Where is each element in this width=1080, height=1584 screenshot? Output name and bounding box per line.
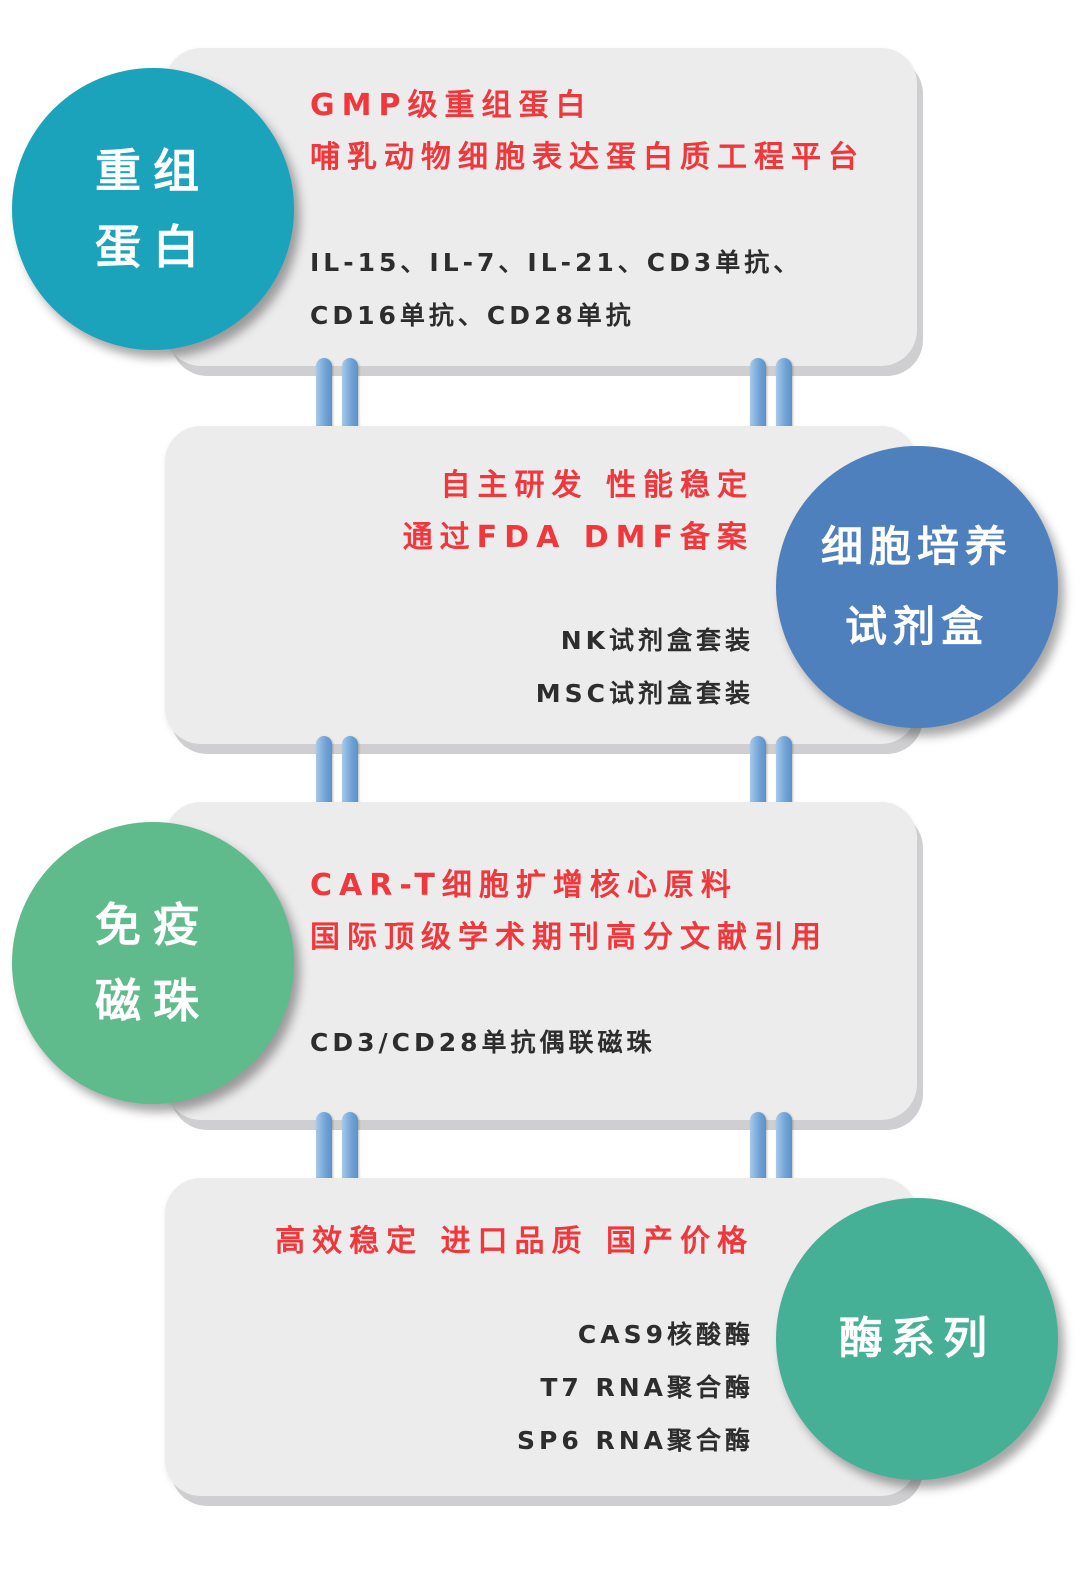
connector-bar — [316, 736, 332, 812]
connector-bar — [316, 358, 332, 434]
connector-left-2 — [316, 736, 360, 812]
connector-right-3 — [750, 1112, 794, 1188]
connector-left-1 — [316, 358, 360, 434]
circle-label-line: 酶系列 — [839, 1313, 995, 1364]
section-headline: CAR-T细胞扩增核心原料 国际顶级学术期刊高分文献引用 — [310, 860, 828, 964]
product-line: MSC试剂盒套装 — [535, 679, 754, 708]
connector-bar — [342, 358, 358, 434]
connector-bar — [750, 358, 766, 434]
category-circle-enzyme-series: 酶系列 — [776, 1198, 1058, 1480]
connector-bar — [316, 1112, 332, 1188]
category-circle-immune-beads: 免疫 磁珠 — [12, 822, 294, 1104]
connector-right-1 — [750, 358, 794, 434]
product-line: CAS9核酸酶 — [577, 1320, 754, 1349]
product-list: IL-15、IL-7、IL-21、CD3单抗、 CD16单抗、CD28单抗 — [310, 236, 802, 342]
section-headline: GMP级重组蛋白 哺乳动物细胞表达蛋白质工程平台 — [310, 80, 865, 184]
headline-line: GMP级重组蛋白 — [310, 88, 593, 123]
product-list: CAS9核酸酶 T7 RNA聚合酶 SP6 RNA聚合酶 — [517, 1308, 754, 1467]
product-line: T7 RNA聚合酶 — [540, 1373, 754, 1402]
circle-label-line: 重组 — [95, 144, 211, 198]
product-line: CD16单抗、CD28单抗 — [310, 301, 635, 330]
headline-line: 国际顶级学术期刊高分文献引用 — [310, 920, 828, 955]
section-headline: 自主研发 性能稳定 通过FDA DMF备案 — [403, 460, 754, 564]
headline-line: 高效稳定 进口品质 国产价格 — [275, 1224, 754, 1259]
product-list: NK试剂盒套装 MSC试剂盒套装 — [536, 614, 754, 720]
connector-left-3 — [316, 1112, 360, 1188]
section-headline: 高效稳定 进口品质 国产价格 — [275, 1216, 754, 1268]
circle-label-line: 磁珠 — [95, 974, 211, 1028]
circle-label-line: 细胞培养 — [820, 522, 1013, 571]
connector-bar — [750, 1112, 766, 1188]
product-line: NK试剂盒套装 — [560, 626, 754, 655]
headline-line: CAR-T细胞扩增核心原料 — [310, 868, 738, 903]
connector-bar — [776, 1112, 792, 1188]
circle-label-line: 蛋白 — [95, 220, 211, 274]
circle-label-line: 免疫 — [95, 898, 211, 952]
product-list: CD3/CD28单抗偶联磁珠 — [310, 1016, 656, 1069]
connector-right-2 — [750, 736, 794, 812]
category-circle-recombinant-protein: 重组 蛋白 — [12, 68, 294, 350]
category-circle-cell-culture-kit: 细胞培养 试剂盒 — [776, 446, 1058, 728]
product-line: SP6 RNA聚合酶 — [517, 1426, 754, 1455]
product-line: CD3/CD28单抗偶联磁珠 — [310, 1028, 656, 1057]
connector-bar — [750, 736, 766, 812]
connector-bar — [776, 736, 792, 812]
headline-line: 哺乳动物细胞表达蛋白质工程平台 — [310, 140, 865, 175]
product-line: IL-15、IL-7、IL-21、CD3单抗、 — [310, 248, 803, 277]
headline-line: 自主研发 性能稳定 — [440, 468, 754, 503]
connector-bar — [342, 736, 358, 812]
circle-label-line: 试剂盒 — [844, 602, 989, 651]
connector-bar — [342, 1112, 358, 1188]
connector-bar — [776, 358, 792, 434]
headline-line: 通过FDA DMF备案 — [402, 520, 754, 555]
